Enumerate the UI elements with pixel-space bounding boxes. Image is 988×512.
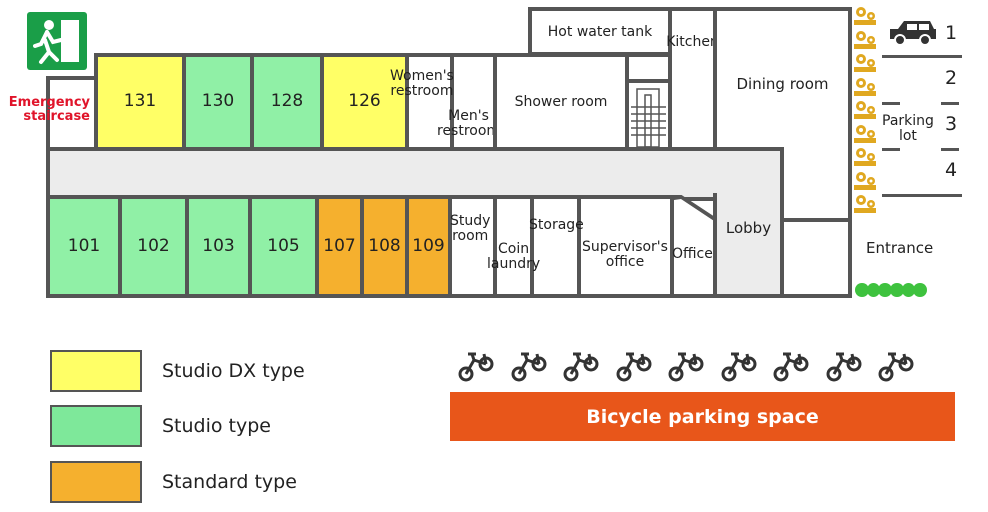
room-number: 105 [267, 235, 300, 256]
emergency-staircase [46, 76, 98, 151]
room-number: 126 [348, 91, 381, 112]
mens-restroom-label: Men's restroom [437, 108, 501, 139]
study-room [448, 195, 497, 298]
room-number: 102 [137, 235, 170, 256]
parking-space-3: 3 [945, 113, 958, 135]
room-131[interactable]: 131 [94, 53, 186, 151]
bicycle-icon [668, 348, 704, 384]
stairs [625, 79, 672, 151]
corridor [46, 147, 784, 201]
bicycle-icon [458, 348, 494, 384]
flower-bed [852, 5, 878, 217]
supervisors-office-label: Supervisor's office [582, 239, 668, 270]
bicycle-icon [773, 348, 809, 384]
study-room-label: Study room [450, 213, 491, 244]
room-102[interactable]: 102 [118, 195, 189, 298]
shower-room-label: Shower room [514, 93, 608, 110]
room-number: 130 [201, 91, 235, 112]
bicycle-icon [721, 348, 757, 384]
room-number: 108 [368, 235, 401, 256]
room-number: 107 [323, 235, 356, 256]
room-130[interactable]: 130 [182, 53, 254, 151]
entrance-label: Entrance [866, 239, 934, 257]
room-128[interactable]: 128 [250, 53, 324, 151]
legend-swatch-standard [50, 461, 142, 503]
bicycle-icon [826, 348, 862, 384]
room-number: 109 [412, 235, 445, 256]
kitchen-label: Kitchen [666, 34, 719, 50]
bicycle-parking-space: Bicycle parking space [450, 392, 955, 441]
coin-laundry-label: Coin laundry [487, 241, 541, 272]
room-number: 103 [202, 235, 235, 256]
storage [530, 195, 581, 298]
womens-restroom-label: Women's restroom [390, 68, 454, 99]
office-label: Office [672, 246, 713, 262]
flower-icon [852, 29, 878, 55]
lobby[interactable]: Lobby [713, 193, 784, 298]
parking-dash [882, 148, 900, 151]
legend-label: Standard type [162, 471, 297, 493]
dining-room-label: Dining room [736, 75, 829, 93]
room-108[interactable]: 108 [360, 195, 409, 298]
legend-label: Studio DX type [162, 360, 305, 382]
bicycle-parking-label: Bicycle parking space [586, 405, 819, 428]
flower-icon [852, 146, 878, 172]
office-slanted-wall [670, 195, 718, 225]
room-number: 131 [123, 91, 157, 112]
parking-line [882, 194, 962, 197]
room-126[interactable]: 126 [320, 53, 409, 151]
room-number: 128 [270, 91, 304, 112]
legend-label: Studio type [162, 415, 271, 437]
legend-swatch-studio [50, 405, 142, 447]
hot-water-tank-label: Hot water tank [547, 24, 653, 40]
parking-dash [941, 148, 959, 151]
shrubs [855, 283, 928, 297]
parking-dash [882, 102, 900, 105]
room-101[interactable]: 101 [46, 195, 122, 298]
storage-label: Storage [529, 217, 584, 233]
flower-icon [852, 170, 878, 196]
room-number: 101 [67, 235, 101, 256]
shower-room: Shower room [493, 53, 629, 151]
room-109[interactable]: 109 [405, 195, 452, 298]
emergency-staircase-label: Emergency staircase [8, 95, 90, 124]
room-105[interactable]: 105 [248, 195, 319, 298]
room-103[interactable]: 103 [185, 195, 252, 298]
emergency-exit-icon [27, 12, 87, 70]
parking-lot-label: Parking lot [882, 113, 934, 144]
stairs-icon [631, 88, 666, 147]
bicycle-icon [563, 348, 599, 384]
flower-icon [852, 5, 878, 31]
room-107[interactable]: 107 [315, 195, 364, 298]
office-right-wall [713, 215, 717, 298]
flower-icon [852, 193, 878, 219]
bicycle-icon [878, 348, 914, 384]
flower-icon [852, 99, 878, 125]
car-icon [890, 21, 936, 46]
parking-dash [941, 102, 959, 105]
hot-water-tank: Hot water tank [528, 7, 672, 56]
parking-space-2: 2 [945, 67, 958, 89]
flower-icon [852, 52, 878, 78]
parking-space-4: 4 [945, 159, 958, 181]
parking-space-1: 1 [945, 22, 958, 44]
flower-icon [852, 76, 878, 102]
lobby-label: Lobby [725, 218, 772, 237]
bicycle-icon [511, 348, 547, 384]
legend-swatch-studio-dx [50, 350, 142, 392]
entrance-hall [778, 218, 852, 298]
parking-line [882, 55, 962, 58]
bicycle-icon [616, 348, 652, 384]
kitchen: Kitchen [666, 7, 719, 151]
flower-icon [852, 123, 878, 149]
